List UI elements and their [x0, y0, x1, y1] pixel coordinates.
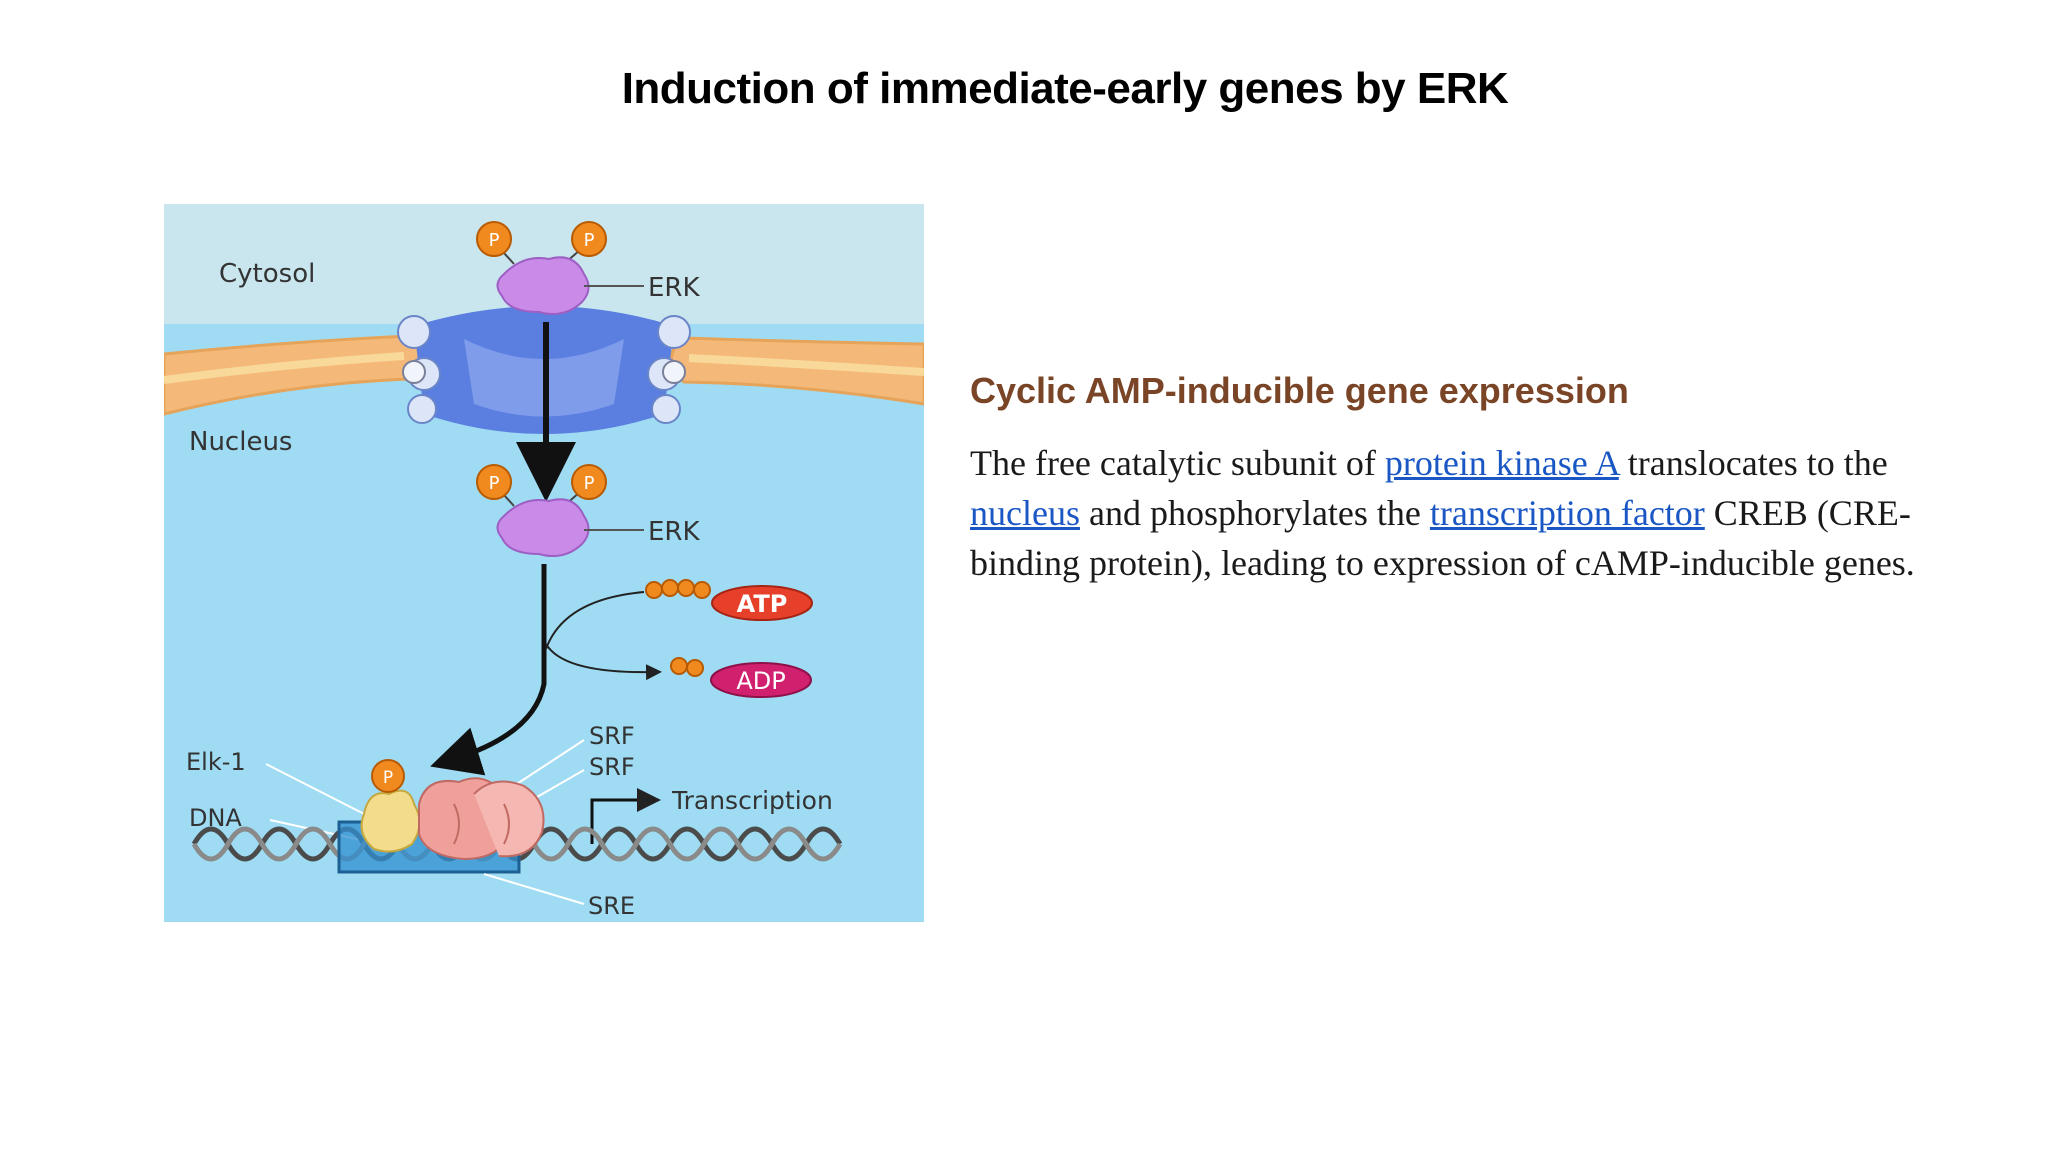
srf-dimer — [418, 777, 545, 861]
erk-label: ERK — [648, 273, 700, 303]
cytosol-label: Cytosol — [219, 259, 315, 289]
svg-text:ATP: ATP — [737, 590, 788, 618]
transcription-label: Transcription — [671, 786, 833, 815]
atp-input-arrow — [545, 591, 645, 650]
body-text: CREB (CRE-binding protein), leading to e… — [970, 493, 1915, 583]
body-text: The free catalytic subunit of — [970, 443, 1385, 483]
srf-label: SRF — [589, 753, 635, 781]
adp-output-arrow — [545, 643, 662, 681]
text-panel: Cyclic AMP-inducible gene expression The… — [970, 370, 1930, 588]
section-heading: Cyclic AMP-inducible gene expression — [970, 370, 1629, 411]
erk-signaling-diagram: Cytosol Nucleus P P ERK P P ERK — [164, 204, 924, 922]
atp-molecule: ATP — [645, 579, 813, 621]
phosphate-icon — [476, 464, 512, 500]
body-text: translocates to the — [1618, 443, 1888, 483]
body-paragraph: The free catalytic subunit of protein ki… — [970, 438, 1930, 588]
svg-text:P: P — [489, 230, 500, 251]
phosphate-icon — [371, 759, 405, 793]
elk1-label: Elk-1 — [186, 748, 246, 776]
phosphorylation-arrow — [430, 564, 547, 776]
protein-kinase-a-link[interactable]: protein kinase A — [1384, 443, 1619, 483]
srf-label: SRF — [589, 722, 635, 750]
erk-nuclear: P P ERK — [476, 464, 700, 557]
svg-text:P: P — [383, 768, 393, 788]
nucleus-link[interactable]: nucleus — [970, 493, 1080, 533]
phosphate-icon — [571, 464, 607, 500]
erk-cytosolic: P P ERK — [476, 221, 700, 315]
dna-label: DNA — [189, 804, 242, 832]
svg-text:P: P — [584, 230, 595, 251]
erk-label: ERK — [648, 517, 700, 547]
transcription-factor-link[interactable]: transcription factor — [1429, 493, 1705, 533]
phosphate-icon — [571, 221, 607, 257]
sre-label: SRE — [588, 892, 635, 920]
body-text: and phosphorylates the — [1079, 493, 1430, 533]
svg-text:P: P — [489, 473, 500, 494]
nucleus-label: Nucleus — [189, 427, 292, 457]
adp-molecule: ADP — [670, 657, 812, 698]
slide-title: Induction of immediate-early genes by ER… — [621, 64, 1509, 113]
svg-text:ADP: ADP — [736, 667, 785, 695]
svg-text:P: P — [584, 473, 595, 494]
phosphate-icon — [476, 221, 512, 257]
